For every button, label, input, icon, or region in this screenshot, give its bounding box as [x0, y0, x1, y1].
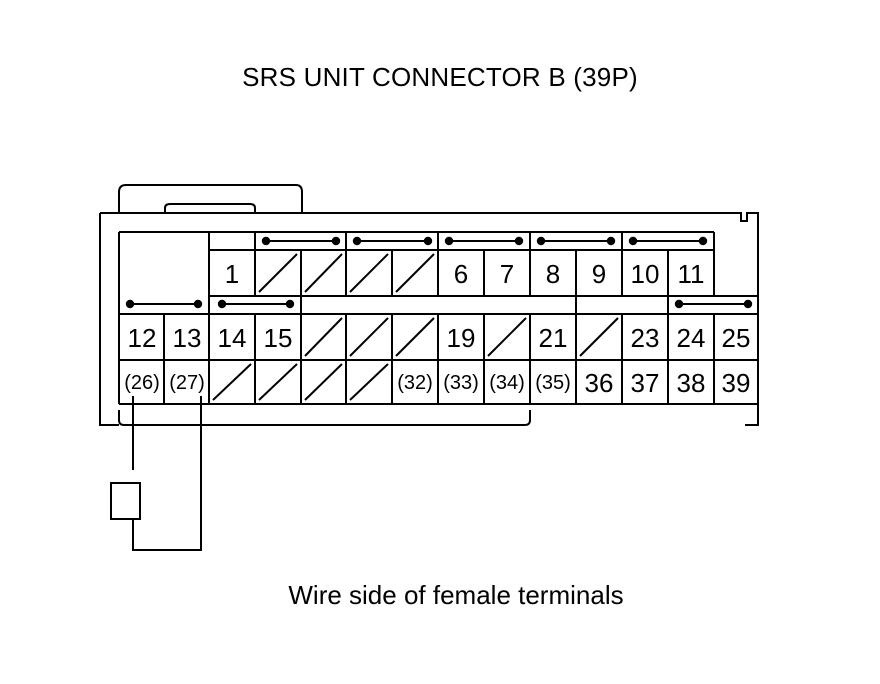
terminal-14: 14 — [217, 323, 247, 353]
terminal-23: 23 — [630, 323, 660, 353]
terminal-8: 8 — [545, 259, 561, 289]
terminal-32: (32) — [397, 372, 433, 394]
component-block — [110, 482, 141, 520]
terminal-10: 10 — [630, 259, 660, 289]
terminal-34: (34) — [489, 372, 525, 394]
diagram-caption: Wire side of female terminals — [288, 580, 624, 610]
terminal-15: 15 — [263, 323, 293, 353]
terminal-38: 38 — [676, 368, 706, 398]
terminal-11: 11 — [677, 259, 705, 289]
harness-wire-right — [132, 396, 202, 551]
terminal-35: (35) — [535, 372, 571, 394]
connector-lower-lip — [118, 410, 531, 426]
terminal-9: 9 — [591, 259, 607, 289]
terminal-21: 21 — [538, 323, 568, 353]
terminal-37: 37 — [630, 368, 660, 398]
empty-cavity-hatches — [212, 253, 619, 401]
connector-housing — [99, 212, 759, 426]
terminal-1: 1 — [224, 259, 240, 289]
terminal-6: 6 — [453, 259, 469, 289]
terminal-24: 24 — [676, 323, 706, 353]
connector-latch — [118, 184, 303, 213]
terminal-26: (26) — [124, 372, 160, 394]
terminal-33: (33) — [443, 372, 479, 394]
terminal-7: 7 — [499, 259, 515, 289]
shorting-bars — [125, 236, 753, 309]
terminal-27: (27) — [169, 372, 205, 394]
row1-dividers — [208, 232, 669, 296]
terminal-36: 36 — [584, 368, 614, 398]
latch-slot — [164, 203, 256, 213]
terminal-19: 19 — [446, 323, 476, 353]
row2-dividers — [163, 296, 715, 404]
terminal-12: 12 — [127, 323, 157, 353]
terminal-13: 13 — [172, 323, 202, 353]
diagram-title: SRS UNIT CONNECTOR B (39P) — [242, 62, 638, 92]
terminal-39: 39 — [721, 368, 751, 398]
terminal-25: 25 — [721, 323, 751, 353]
